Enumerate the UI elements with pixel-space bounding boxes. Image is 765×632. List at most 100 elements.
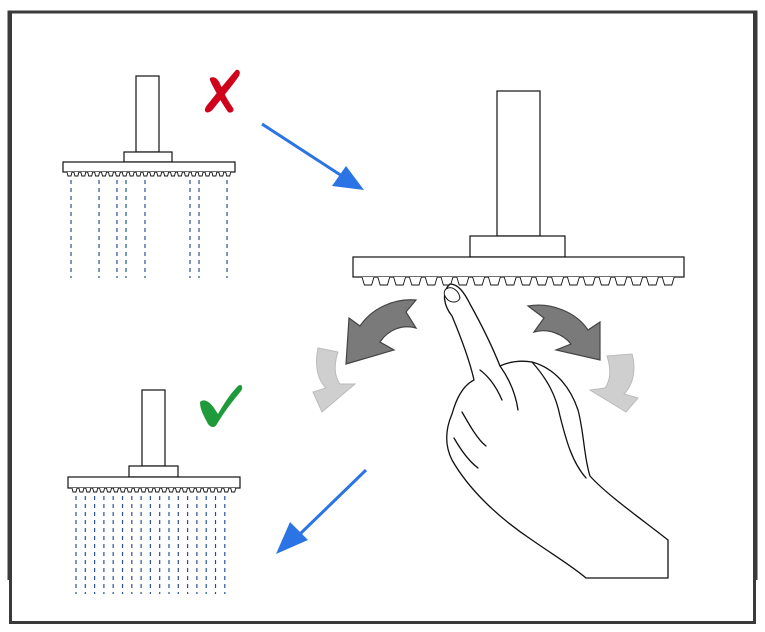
nozzle bbox=[195, 487, 202, 493]
nozzle bbox=[183, 171, 190, 177]
nozzle bbox=[80, 171, 87, 177]
nozzle bbox=[472, 276, 486, 286]
nozzle bbox=[393, 276, 407, 286]
cross-mark-icon bbox=[204, 69, 240, 113]
nozzle bbox=[551, 276, 565, 286]
nozzle bbox=[142, 171, 149, 177]
curved-arrow-icon bbox=[526, 304, 639, 413]
nozzle bbox=[598, 276, 612, 286]
nozzle bbox=[204, 171, 211, 177]
nozzle bbox=[424, 276, 438, 286]
nozzle bbox=[73, 171, 80, 177]
nozzle bbox=[163, 171, 170, 177]
nozzle bbox=[168, 487, 175, 493]
knuckle-line bbox=[479, 369, 503, 401]
shower-collar bbox=[469, 235, 566, 258]
nozzle bbox=[133, 487, 140, 493]
nozzle bbox=[66, 171, 73, 177]
nozzle bbox=[156, 171, 163, 177]
shower-plate bbox=[67, 476, 241, 489]
nozzle bbox=[519, 276, 533, 286]
nozzle bbox=[223, 487, 230, 493]
nozzle bbox=[128, 171, 135, 177]
nozzle bbox=[106, 487, 112, 493]
nozzle bbox=[181, 487, 188, 493]
nozzle-row bbox=[66, 171, 232, 177]
flow-arrow-icon bbox=[261, 122, 364, 190]
nozzle bbox=[661, 276, 675, 286]
nozzle bbox=[377, 276, 391, 286]
nozzle bbox=[582, 276, 596, 286]
nozzle bbox=[456, 276, 470, 286]
nozzle bbox=[440, 276, 454, 286]
nozzle bbox=[408, 276, 422, 286]
nozzle bbox=[645, 276, 659, 286]
nozzle bbox=[170, 171, 176, 177]
nozzle bbox=[614, 276, 628, 286]
water-streams-sparse bbox=[70, 180, 228, 278]
palm-line bbox=[499, 365, 519, 411]
nozzle bbox=[503, 276, 517, 286]
nozzle bbox=[211, 171, 218, 177]
nozzle bbox=[209, 487, 216, 493]
check-mark-icon bbox=[200, 384, 243, 427]
nozzle bbox=[121, 171, 128, 177]
nozzle bbox=[147, 487, 154, 493]
nozzle bbox=[216, 487, 223, 493]
nozzle bbox=[78, 487, 85, 493]
nozzle bbox=[114, 171, 121, 177]
nozzle bbox=[630, 276, 644, 286]
shower-arm bbox=[141, 389, 166, 467]
nozzle bbox=[225, 171, 232, 177]
nozzle bbox=[85, 487, 92, 493]
hand-illustration bbox=[443, 283, 669, 579]
nozzle bbox=[71, 487, 78, 493]
knuckle-line bbox=[453, 437, 479, 469]
water-streams-full bbox=[75, 496, 226, 594]
nozzle-row bbox=[71, 487, 237, 493]
nozzle bbox=[175, 487, 181, 493]
shower-collar bbox=[128, 465, 179, 478]
nozzle bbox=[99, 487, 106, 493]
nozzle bbox=[112, 487, 119, 493]
nozzle bbox=[92, 487, 99, 493]
curved-arrow-icon bbox=[312, 299, 418, 413]
flow-arrow-icon bbox=[276, 468, 368, 554]
nozzle bbox=[94, 171, 101, 177]
knuckle-line bbox=[461, 411, 487, 447]
nozzle bbox=[487, 276, 501, 286]
large-shower-head bbox=[352, 90, 685, 286]
nozzle bbox=[87, 171, 94, 177]
nozzle bbox=[119, 487, 126, 493]
nozzle bbox=[188, 487, 195, 493]
nozzle bbox=[154, 487, 161, 493]
nozzle bbox=[218, 171, 225, 177]
shower-collar bbox=[123, 151, 173, 163]
nozzle bbox=[107, 171, 114, 177]
frame-clip bbox=[0, 580, 765, 632]
shower-arm bbox=[135, 75, 160, 153]
shower-plate bbox=[62, 161, 236, 173]
fingernail bbox=[443, 287, 461, 303]
nozzle bbox=[140, 487, 147, 493]
clogged-shower-head bbox=[62, 75, 236, 278]
nozzle bbox=[149, 171, 156, 177]
nozzle bbox=[202, 487, 209, 493]
nozzle bbox=[135, 171, 142, 177]
nozzle bbox=[197, 171, 204, 177]
shower-plate bbox=[352, 256, 685, 278]
nozzle bbox=[126, 487, 133, 493]
nozzle bbox=[101, 171, 107, 177]
nozzle-row bbox=[361, 276, 675, 286]
nozzle bbox=[535, 276, 549, 286]
nozzle bbox=[190, 171, 197, 177]
nozzle bbox=[161, 487, 168, 493]
nozzle bbox=[230, 487, 237, 493]
nozzle bbox=[566, 276, 580, 286]
nozzle bbox=[176, 171, 183, 177]
nozzle bbox=[361, 276, 375, 286]
shower-arm bbox=[496, 90, 541, 237]
unclogged-shower-head bbox=[67, 389, 241, 594]
